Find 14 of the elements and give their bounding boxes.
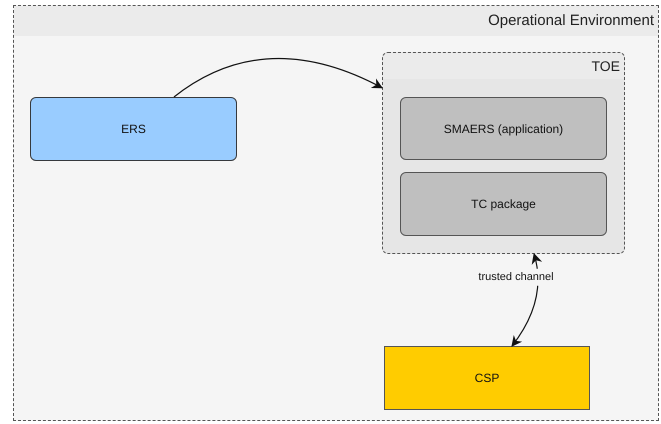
node-label: ERS <box>121 121 146 138</box>
toe-container <box>382 52 625 254</box>
environment-container <box>13 5 659 421</box>
process-box <box>400 172 607 236</box>
container-title: TOE <box>591 56 621 76</box>
node-label: SMAERS (application) <box>444 120 564 138</box>
container-title: Operational Environment <box>488 10 655 31</box>
edge-label: trusted channel <box>476 268 556 286</box>
node-label: TC package <box>471 196 536 213</box>
process-box <box>384 346 590 410</box>
connector-arrow <box>174 58 383 98</box>
process-box <box>30 97 237 161</box>
node-label: CSP <box>474 370 500 387</box>
process-box <box>400 97 607 160</box>
